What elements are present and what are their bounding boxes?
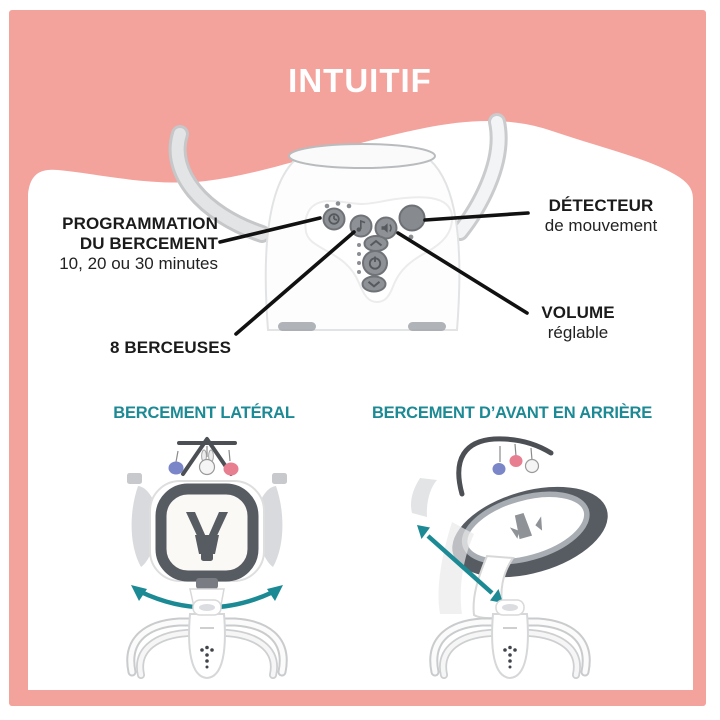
sensor-button	[398, 204, 426, 240]
left-arm	[168, 125, 271, 243]
callout-lullabies-title: 8 BERCEUSES	[110, 338, 232, 357]
ghost-support	[438, 522, 474, 614]
seat	[452, 486, 608, 578]
blue-bird-toy	[168, 461, 184, 475]
blue-bird-toy	[492, 463, 506, 475]
arrowhead-left	[131, 585, 147, 601]
callout-volume-subtitle: réglable	[547, 323, 609, 343]
swing-down-button	[361, 275, 387, 293]
section-label-lateral: BERCEMENT LATÉRAL	[113, 404, 295, 422]
hanging-toys	[168, 446, 239, 476]
ghost-arm	[410, 478, 437, 517]
timer-led-dots	[324, 201, 352, 209]
pink-bird-toy	[223, 462, 239, 476]
harness	[186, 512, 228, 561]
power-button	[362, 250, 388, 276]
callout-detector-subtitle: de mouvement	[544, 216, 658, 236]
right-arm	[451, 113, 508, 241]
chevron-up-icon	[369, 239, 383, 247]
power-icon	[368, 256, 382, 270]
swing-up-button	[363, 235, 389, 252]
swing-arrow-front-back	[417, 525, 503, 603]
front-back-swing-illustration	[410, 436, 608, 678]
swing-base-product	[168, 113, 508, 331]
bunny-toy	[198, 449, 216, 476]
callout-volume-title: VOLUME	[541, 303, 615, 322]
callout-line-detector	[423, 211, 530, 222]
base-foot-right	[408, 322, 446, 331]
music-button	[349, 214, 373, 238]
toy-bar	[456, 436, 554, 497]
callout-programming-line1: PROGRAMMATION	[62, 214, 218, 233]
pink-bird-toy	[509, 455, 523, 467]
seat-pivot	[196, 578, 218, 589]
arrowhead-down	[490, 589, 503, 603]
callout-programming: PROGRAMMATION DU BERCEMENT 10, 20 ou 30 …	[59, 214, 218, 274]
callout-programming-subtitle: 10, 20 ou 30 minutes	[59, 254, 218, 274]
arrowhead-right	[267, 585, 283, 601]
seat	[149, 480, 265, 589]
lateral-swing-illustration	[127, 437, 287, 678]
bunny-toy	[524, 458, 540, 474]
callout-line-programming	[218, 216, 322, 244]
callout-programming-line2: DU BERCEMENT	[79, 234, 218, 254]
harness	[509, 513, 543, 540]
callout-lines	[218, 211, 530, 336]
section-label-front-back: BERCEMENT D’AVANT EN ARRIÈRE	[371, 404, 653, 422]
arrowhead-up	[417, 525, 430, 539]
speaker-button	[374, 216, 398, 240]
base-foot-left	[278, 322, 316, 331]
hanging-toys	[492, 443, 540, 475]
callout-detector-title: DÉTECTEUR	[548, 196, 654, 215]
callout-lullabies: 8 BERCEUSES	[110, 338, 231, 358]
base-top-rim	[288, 143, 436, 169]
timer-button	[322, 207, 346, 231]
callout-line-lullabies	[234, 230, 356, 336]
speaker-icon	[381, 223, 392, 233]
timer-icon	[328, 213, 340, 225]
callout-line-volume	[396, 231, 529, 315]
speed-led-dots	[357, 243, 361, 274]
chevron-down-icon	[367, 281, 381, 288]
callout-detector: DÉTECTEUR de mouvement	[545, 196, 657, 236]
music-note-icon	[356, 219, 366, 232]
page-title: INTUITIF	[288, 62, 432, 99]
callout-volume: VOLUME réglable	[541, 303, 614, 343]
